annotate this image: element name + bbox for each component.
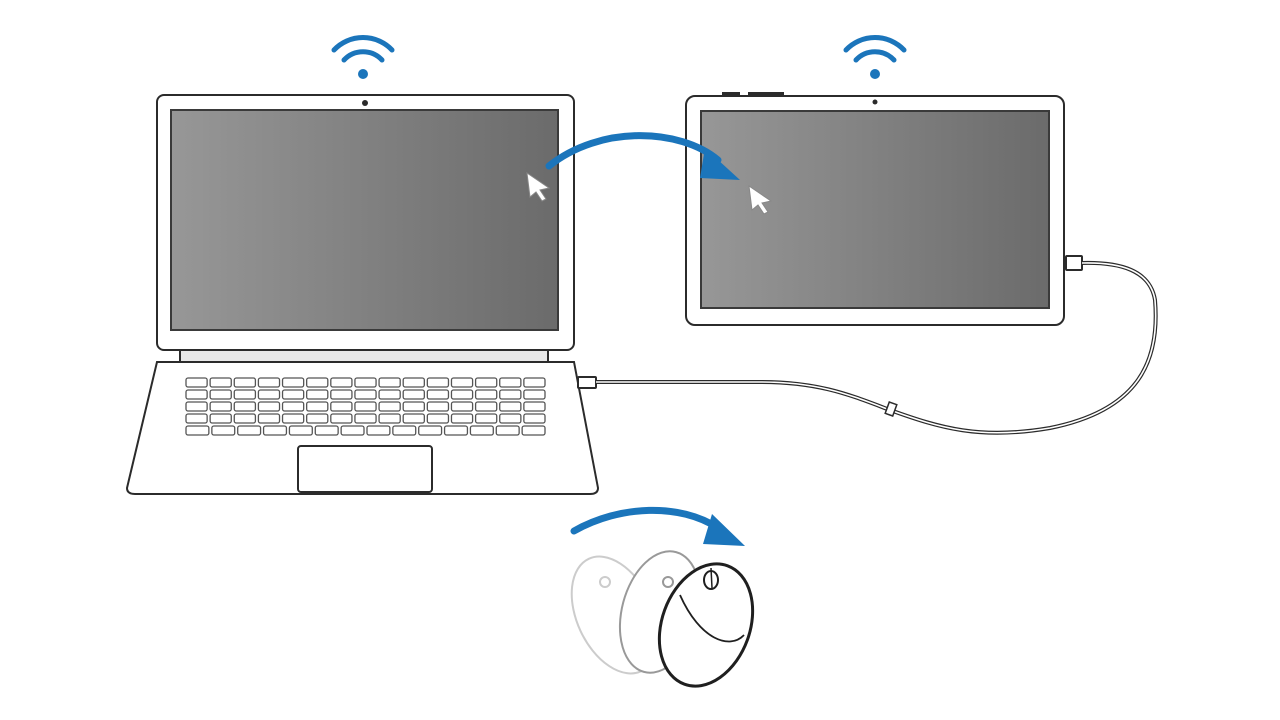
keyboard-key (209, 413, 232, 424)
keyboard-key (450, 401, 474, 412)
keyboard-key (402, 401, 425, 412)
laptop (125, 94, 600, 495)
keyboard-key (474, 401, 498, 412)
tablet-screen (700, 110, 1050, 309)
keyboard-key (521, 425, 546, 436)
keyboard-key (402, 389, 425, 400)
keyboard-key (378, 377, 401, 388)
keyboard-key (306, 401, 329, 412)
keyboard-key (354, 389, 377, 400)
keyboard-key (366, 425, 391, 436)
keyboard-key (262, 425, 288, 436)
keyboard-key (499, 401, 522, 412)
keyboard-key (443, 425, 469, 436)
keyboard-key (233, 413, 257, 424)
keyboard-key (185, 413, 208, 424)
keyboard-key (523, 413, 546, 424)
keyboard-key (306, 389, 329, 400)
cursor-icon (748, 184, 773, 215)
keyboard-key (378, 413, 401, 424)
keyboard-key (354, 377, 377, 388)
keyboard-key (185, 425, 210, 436)
keyboard-key (330, 377, 353, 388)
keyboard-key (314, 425, 339, 436)
keyboard-key (378, 401, 401, 412)
keyboard-key (281, 413, 305, 424)
keyboard-key (474, 377, 498, 388)
keyboard-key (233, 377, 257, 388)
keyboard-key (233, 401, 257, 412)
cursor-move-arrow (545, 132, 722, 170)
keyboard-key (426, 389, 450, 400)
keyboard-key (209, 401, 232, 412)
keyboard-key (474, 413, 498, 424)
keyboard-key (185, 401, 208, 412)
keyboard-key (306, 413, 329, 424)
keyboard-key (281, 389, 305, 400)
keyboard-key (523, 389, 546, 400)
wifi-icon (843, 35, 907, 79)
keyboard-key (330, 401, 353, 412)
laptop-usb-port (577, 376, 597, 389)
keyboard-key (330, 389, 353, 400)
keyboard-key (402, 377, 425, 388)
tablet (685, 92, 1083, 326)
tablet-camera (872, 99, 878, 105)
wifi-icon (331, 35, 395, 79)
keyboard-key (450, 377, 474, 388)
keyboard-key (402, 413, 425, 424)
keyboard-key (426, 413, 450, 424)
keyboard-key (257, 389, 281, 400)
keyboard-key (523, 377, 546, 388)
keyboard-key (450, 413, 474, 424)
keyboard-key (426, 401, 450, 412)
keyboard-key (495, 425, 520, 436)
keyboard-key (392, 425, 417, 436)
mouse-icon (657, 562, 755, 688)
keyboard-key (185, 377, 208, 388)
keyboard-key (233, 389, 257, 400)
keyboard-key (469, 425, 494, 436)
keyboard-key (281, 377, 305, 388)
keyboard-key (257, 401, 281, 412)
keyboard-key (340, 425, 365, 436)
keyboard-key (330, 413, 353, 424)
laptop-screen (170, 109, 559, 331)
keyboard-key (288, 425, 313, 436)
mouse-move-arrow (570, 506, 722, 535)
touchpad (297, 445, 433, 493)
keyboard (185, 377, 546, 436)
keyboard-key (306, 377, 329, 388)
keyboard-key (257, 377, 281, 388)
keyboard-key (499, 413, 522, 424)
keyboard-key (237, 425, 262, 436)
keyboard-key (354, 401, 377, 412)
keyboard-key (523, 401, 546, 412)
keyboard-key (418, 425, 443, 436)
keyboard-key (185, 389, 208, 400)
keyboard-key (354, 413, 377, 424)
keyboard-key (426, 377, 450, 388)
keyboard-key (474, 389, 498, 400)
keyboard-key (281, 401, 305, 412)
keyboard-key (209, 389, 232, 400)
tablet-usb-port (1065, 255, 1083, 271)
keyboard-key (378, 389, 401, 400)
keyboard-key (209, 377, 232, 388)
laptop-camera (362, 100, 368, 106)
cursor-icon (526, 171, 551, 202)
keyboard-key (499, 377, 522, 388)
keyboard-key (257, 413, 281, 424)
keyboard-key (211, 425, 236, 436)
keyboard-key (499, 389, 522, 400)
keyboard-key (450, 389, 474, 400)
